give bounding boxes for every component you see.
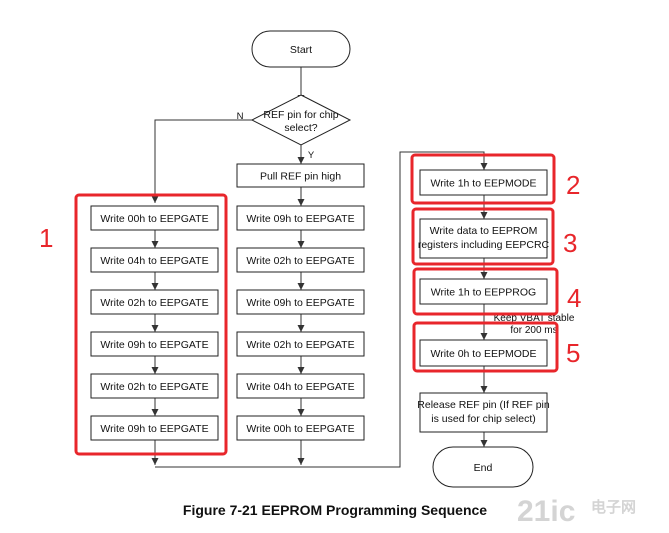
- pull-ref-high-node: Pull REF pin high: [236, 163, 365, 188]
- left-step-1-label: Write 00h to EEPGATE: [100, 213, 208, 225]
- mid-step-4-label: Write 02h to EEPGATE: [246, 339, 354, 351]
- left-step-4-label: Write 09h to EEPGATE: [100, 339, 208, 351]
- no-branch-label: N: [237, 111, 244, 122]
- release-ref-line-2: is used for chip select): [431, 413, 535, 425]
- highlight-box-4: [412, 267, 559, 316]
- highlight-group: 1 2 3 4 5: [39, 153, 581, 456]
- highlight-number-1: 1: [39, 223, 53, 253]
- write-eepmode-1-node: Write 1h to EEPMODE: [419, 169, 548, 196]
- left-step-5: Write 02h to EEPGATE: [90, 373, 219, 399]
- left-step-2-label: Write 04h to EEPGATE: [100, 255, 208, 267]
- vbat-note-line-2: for 200 ms: [510, 325, 557, 336]
- release-ref-node: Release REF pin (If REF pin is used for …: [417, 392, 550, 433]
- mid-step-3-label: Write 09h to EEPGATE: [246, 297, 354, 309]
- start-node-label: Start: [290, 44, 312, 56]
- mid-step-5-label: Write 04h to EEPGATE: [246, 381, 354, 393]
- left-step-3-label: Write 02h to EEPGATE: [100, 297, 208, 309]
- mid-step-1: Write 09h to EEPGATE: [236, 205, 365, 231]
- write-eepmode-0-label: Write 0h to EEPMODE: [430, 348, 536, 360]
- watermark-logo: 21ic 电子网: [517, 495, 636, 528]
- release-ref-line-1: Release REF pin (If REF pin: [417, 399, 550, 411]
- mid-step-6-label: Write 00h to EEPGATE: [246, 423, 354, 435]
- mid-step-2-label: Write 02h to EEPGATE: [246, 255, 354, 267]
- highlight-box-2: [410, 153, 556, 205]
- yes-branch-label: Y: [308, 150, 315, 161]
- connector-decision-no: [151, 119, 252, 203]
- left-step-1: Write 00h to EEPGATE: [90, 205, 219, 231]
- mid-step-3: Write 09h to EEPGATE: [236, 289, 365, 315]
- connector-merge-right: [155, 151, 488, 468]
- mid-step-6: Write 00h to EEPGATE: [236, 415, 365, 441]
- decision-node: REF pin for chip select?: [250, 94, 352, 146]
- left-step-3: Write 02h to EEPGATE: [90, 289, 219, 315]
- highlight-number-4: 4: [567, 283, 581, 313]
- left-step-6: Write 09h to EEPGATE: [90, 415, 219, 441]
- left-step-4: Write 09h to EEPGATE: [90, 331, 219, 357]
- left-step-6-label: Write 09h to EEPGATE: [100, 423, 208, 435]
- vbat-note-line-1: Keep VBAT stable: [494, 313, 575, 324]
- figure-caption: Figure 7-21 EEPROM Programming Sequence: [183, 502, 487, 518]
- write-eepprog-label: Write 1h to EEPPROG: [431, 287, 536, 299]
- highlight-box-5: [412, 321, 559, 373]
- start-node: Start: [251, 30, 351, 68]
- mid-step-4: Write 02h to EEPGATE: [236, 331, 365, 357]
- decision-line-1: REF pin for chip: [263, 109, 338, 121]
- watermark-cn-text: 电子网: [591, 498, 636, 516]
- write-data-node: Write data to EEPROM registers including…: [418, 218, 550, 259]
- write-eepmode-0-node: Write 0h to EEPMODE: [419, 339, 548, 367]
- highlight-number-2: 2: [566, 170, 580, 200]
- highlight-box-3: [411, 207, 555, 266]
- mid-step-2: Write 02h to EEPGATE: [236, 247, 365, 273]
- end-node: End: [432, 446, 534, 488]
- end-node-label: End: [474, 462, 493, 474]
- pull-ref-high-label: Pull REF pin high: [260, 171, 341, 183]
- write-data-line-1: Write data to EEPROM: [430, 225, 538, 237]
- flow-connectors: [151, 67, 488, 468]
- highlight-number-3: 3: [563, 228, 577, 258]
- watermark-logo-text: 21ic: [517, 495, 575, 528]
- highlight-number-5: 5: [566, 338, 580, 368]
- write-eepmode-1-label: Write 1h to EEPMODE: [430, 178, 536, 190]
- write-eepprog-node: Write 1h to EEPPROG: [419, 278, 548, 305]
- mid-step-5: Write 04h to EEPGATE: [236, 373, 365, 399]
- highlight-box-1: [74, 193, 228, 456]
- write-data-line-2: registers including EEPCRC: [418, 239, 550, 251]
- left-step-2: Write 04h to EEPGATE: [90, 247, 219, 273]
- mid-step-1-label: Write 09h to EEPGATE: [246, 213, 354, 225]
- decision-line-2: select?: [284, 122, 317, 134]
- left-step-5-label: Write 02h to EEPGATE: [100, 381, 208, 393]
